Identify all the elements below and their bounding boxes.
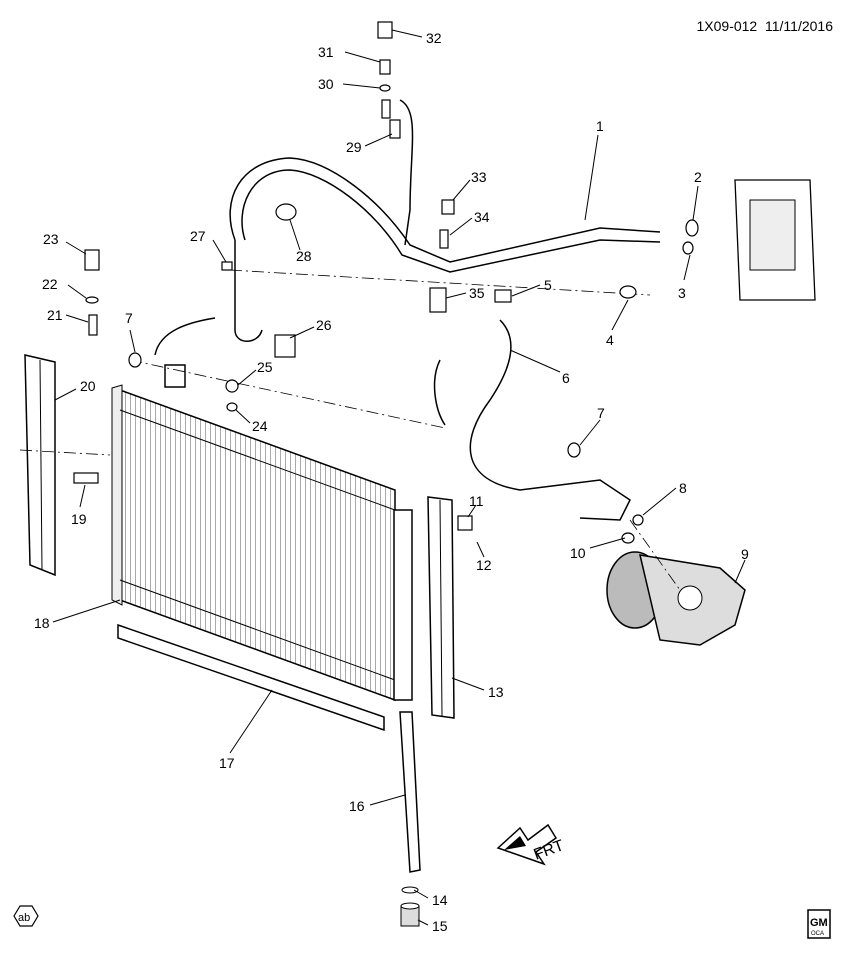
callout-26: 26 <box>316 317 332 333</box>
callout-12: 12 <box>476 557 492 573</box>
callout-19: 19 <box>71 511 87 527</box>
gm-logo-top: GM <box>810 917 828 929</box>
callout-1: 1 <box>596 118 604 134</box>
ab-badge-text: ab <box>18 912 30 924</box>
callout-13: 13 <box>488 684 504 700</box>
callout-28: 28 <box>296 248 312 264</box>
callout-16: 16 <box>349 798 365 814</box>
refrigerant-line-compressor <box>433 319 631 521</box>
receiver-dryer <box>393 509 421 873</box>
callout-25: 25 <box>257 359 273 375</box>
callout-11: 11 <box>469 493 484 509</box>
callout-8: 8 <box>679 480 687 496</box>
evaporator-block <box>734 179 816 301</box>
callout-34: 34 <box>474 209 490 225</box>
compressor <box>606 551 746 646</box>
gm-logo-bottom: OCA <box>811 931 824 937</box>
callout-31: 31 <box>318 44 334 60</box>
callout-3: 3 <box>678 285 686 301</box>
right-air-baffle <box>427 496 455 719</box>
leader-lines-dashed <box>19 269 681 591</box>
front-direction-arrow: FRT <box>496 823 567 866</box>
left-air-baffle <box>24 354 56 577</box>
callout-labels: 1 2 3 4 5 6 7 7 8 9 10 11 12 13 14 15 16… <box>34 30 749 934</box>
callout-9: 9 <box>741 546 749 562</box>
callout-29: 29 <box>346 139 362 155</box>
ab-badge: ab <box>13 905 39 927</box>
callout-21: 21 <box>47 307 63 323</box>
callout-10: 10 <box>570 545 586 561</box>
callout-24: 24 <box>252 418 268 434</box>
callout-20: 20 <box>80 378 96 394</box>
callout-27: 27 <box>190 228 206 244</box>
callout-17: 17 <box>219 755 235 771</box>
callout-22: 22 <box>42 276 58 292</box>
callout-7b: 7 <box>597 405 605 421</box>
dryer-plug <box>400 886 420 927</box>
callout-23: 23 <box>43 231 59 247</box>
callout-14: 14 <box>432 892 448 908</box>
diagram-code: 1X09-012 <box>696 18 758 34</box>
callout-6: 6 <box>562 370 570 386</box>
gm-logo: GM OCA <box>807 909 831 939</box>
callout-32: 32 <box>426 30 442 46</box>
diagram-header: 1X09-012 11/11/2016 <box>697 18 834 34</box>
lower-seal <box>117 623 385 732</box>
callout-5: 5 <box>544 277 552 293</box>
callout-35: 35 <box>469 285 485 301</box>
callout-15: 15 <box>432 918 448 934</box>
callout-7a: 7 <box>125 310 133 326</box>
refrigerant-line-main <box>229 99 661 342</box>
small-parts <box>73 21 699 544</box>
callout-2: 2 <box>694 169 702 185</box>
callout-33: 33 <box>471 169 487 185</box>
callout-18: 18 <box>34 615 50 631</box>
callout-leader-lines <box>52 29 746 926</box>
callout-30: 30 <box>318 76 334 92</box>
diagram-date: 11/11/2016 <box>765 18 833 34</box>
callout-4: 4 <box>606 332 614 348</box>
